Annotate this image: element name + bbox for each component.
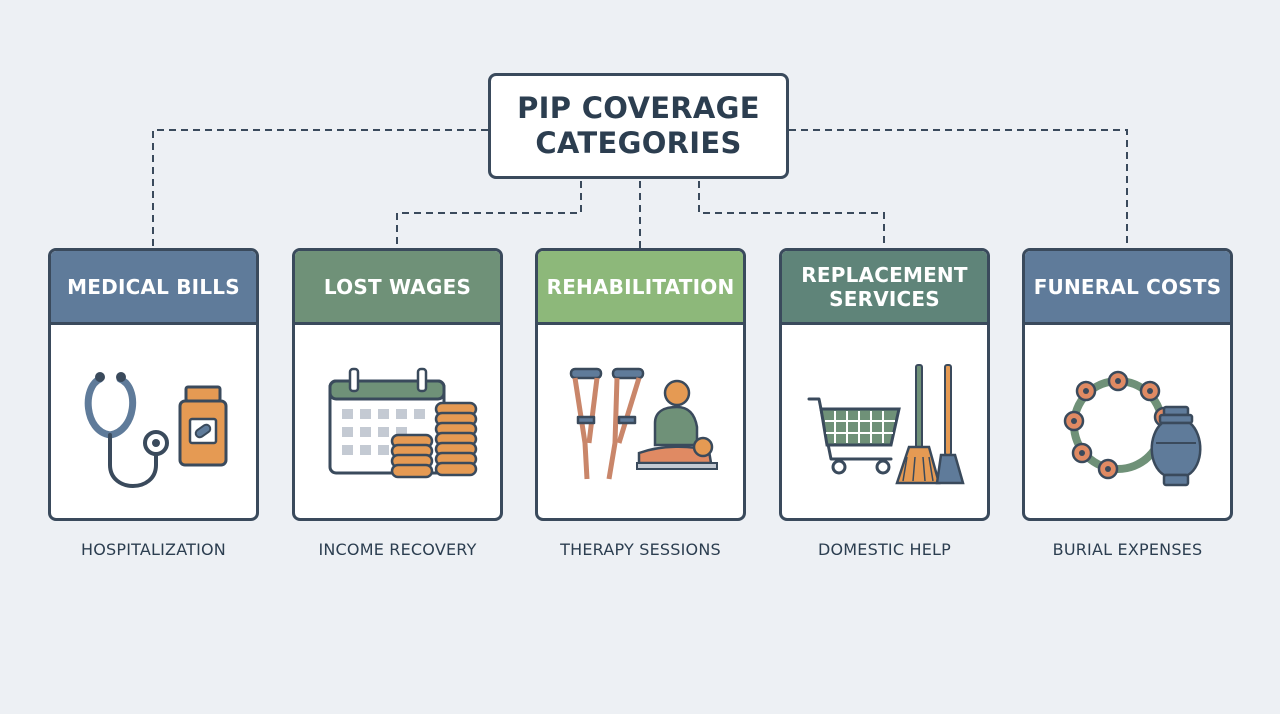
category-card-replacement-services: REPLACEMENT SERVICES [779, 248, 990, 521]
cart-broom-icon [807, 363, 965, 484]
card-caption-rehabilitation: THERAPY SESSIONS [560, 540, 721, 559]
card-caption-funeral-costs: BURIAL EXPENSES [1052, 540, 1203, 559]
category-card-medical-bills: MEDICAL BILLS [48, 248, 259, 521]
calendar-coins-icon [328, 367, 477, 478]
card-header: MEDICAL BILLS [51, 251, 256, 325]
connector-medical-bills [152, 129, 488, 248]
category-card-funeral-costs: FUNERAL COSTS [1022, 248, 1233, 521]
card-caption-medical-bills: HOSPITALIZATION [81, 540, 226, 559]
card-header: FUNERAL COSTS [1025, 251, 1230, 325]
card-header: LOST WAGES [295, 251, 500, 325]
card-title: FUNERAL COSTS [1033, 274, 1222, 299]
card-illustration [782, 325, 987, 518]
card-title: REHABILITATION [546, 274, 735, 299]
card-title: MEDICAL BILLS [67, 274, 240, 299]
category-card-rehabilitation: REHABILITATION [535, 248, 746, 521]
card-caption-lost-wages: INCOME RECOVERY [318, 540, 477, 559]
card-header: REHABILITATION [538, 251, 743, 325]
connector-lost-wages [396, 181, 582, 248]
wreath-urn-icon [1063, 370, 1201, 486]
card-title: LOST WAGES [323, 274, 472, 299]
card-illustration [1025, 325, 1230, 518]
diagram-title: PIP COVERAGE CATEGORIES [517, 91, 760, 160]
connector-replacement-services [698, 181, 885, 248]
card-illustration [51, 325, 256, 518]
category-card-lost-wages: LOST WAGES [292, 248, 503, 521]
card-illustration [538, 325, 743, 518]
crutches-therapy-icon [569, 367, 718, 479]
card-title: REPLACEMENT SERVICES [801, 262, 968, 311]
stethoscope-pill-bottle-icon [84, 371, 227, 488]
card-header: REPLACEMENT SERVICES [782, 251, 987, 325]
diagram-title-box: PIP COVERAGE CATEGORIES [488, 73, 789, 179]
card-illustration [295, 325, 500, 518]
card-caption-replacement-services: DOMESTIC HELP [817, 540, 952, 559]
connector-funeral-costs [789, 129, 1128, 248]
